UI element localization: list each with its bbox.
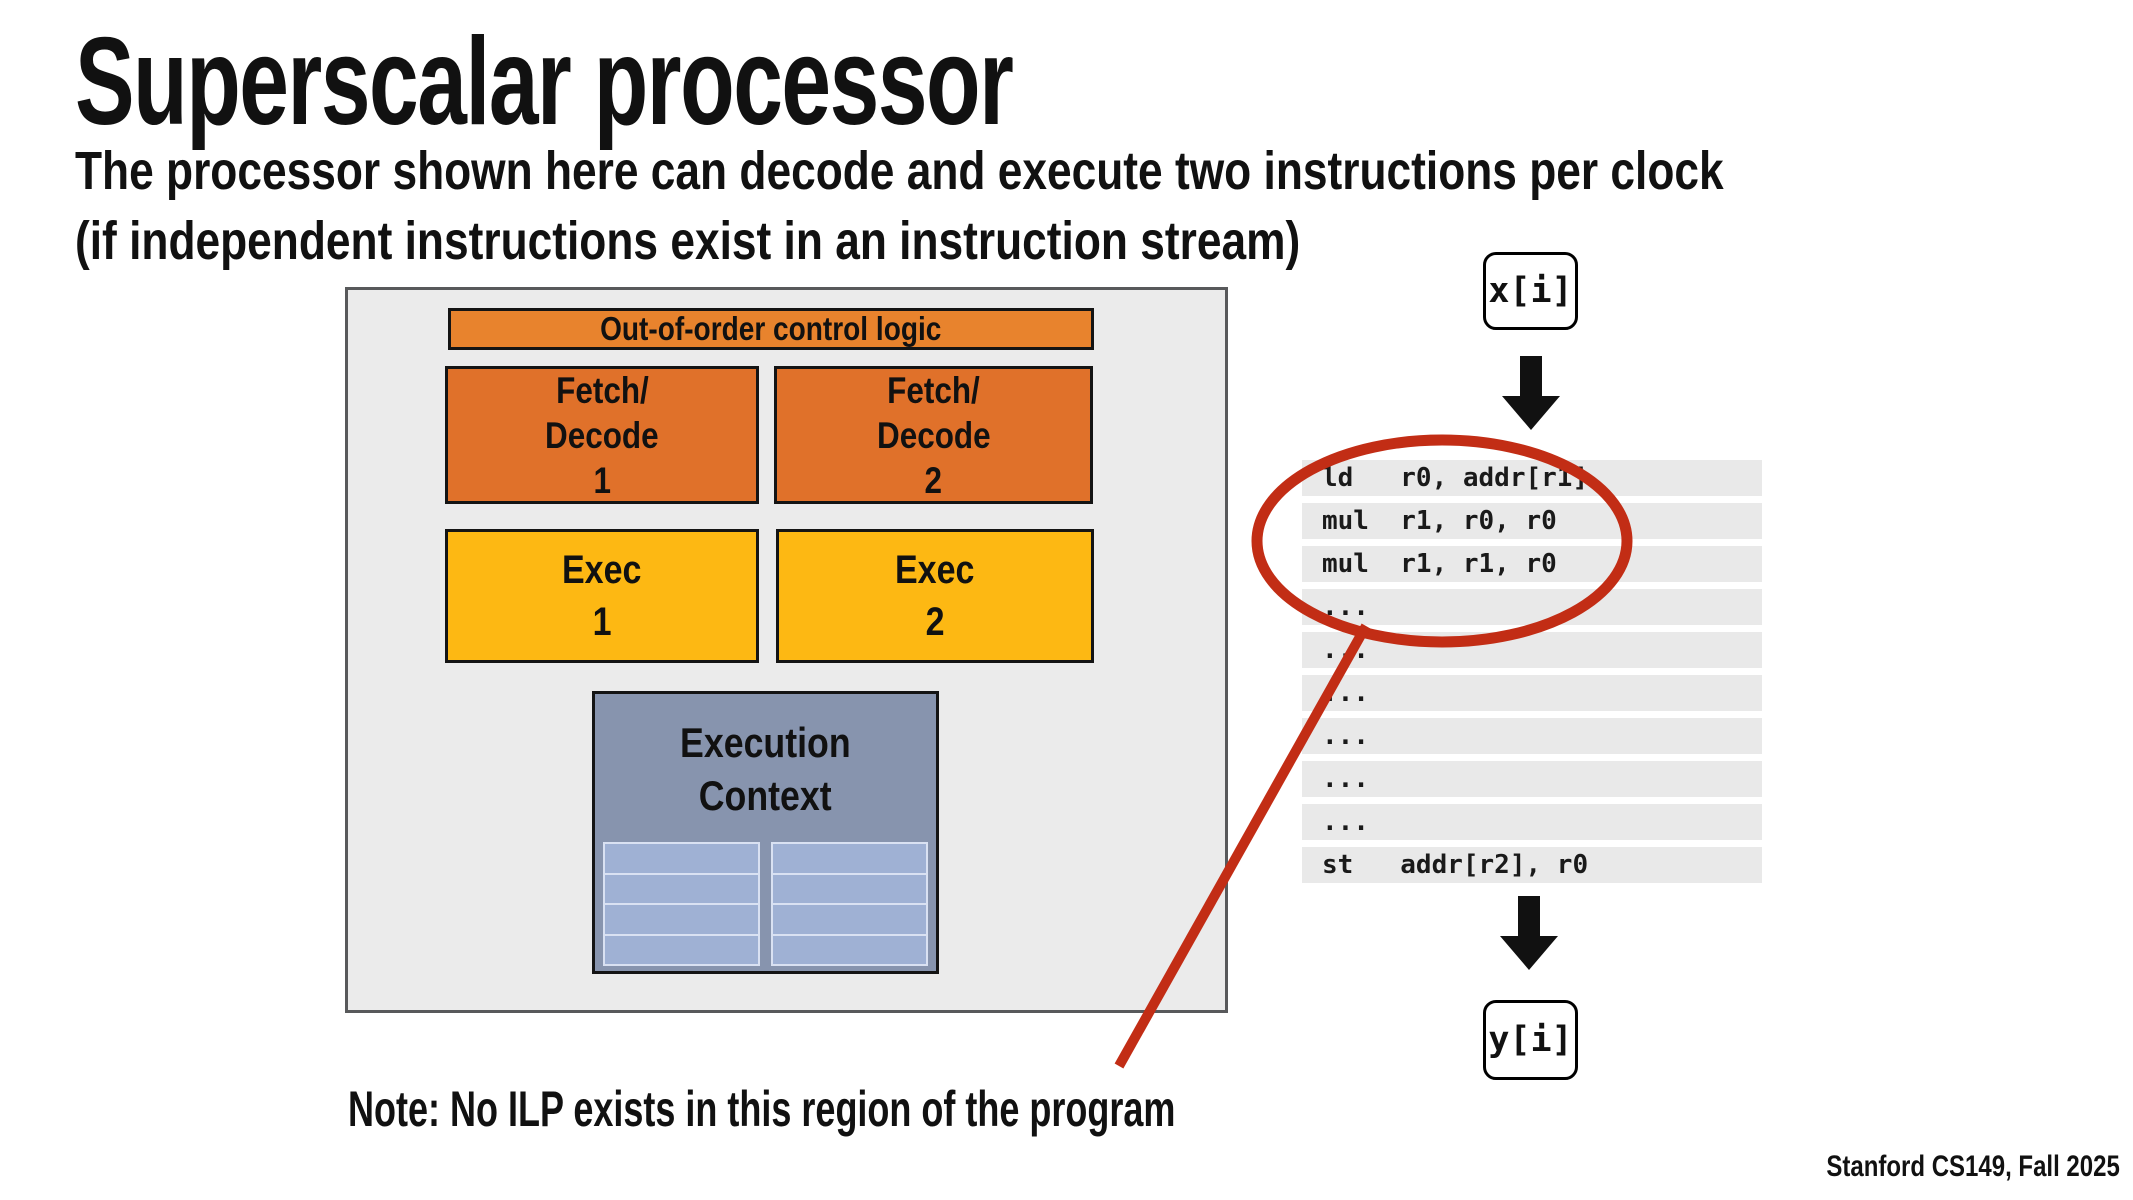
subtitle-line-1: The processor shown here can decode and … (75, 141, 1724, 201)
slide-title: Superscalar processor (75, 13, 1377, 151)
exec-1-number: 1 (592, 600, 612, 644)
instruction-row: ... (1302, 718, 1762, 754)
exec-2-label: Exec (895, 548, 975, 592)
fetch-decode-1-label: Fetch/ (555, 369, 649, 411)
instruction-list: ld r0, addr[r1] mul r1, r0, r0 mul r1, r1,… (1302, 460, 1762, 890)
output-yi-box: y[i] (1483, 1000, 1578, 1080)
register-slot (603, 903, 760, 936)
fetch-decode-1-number: 1 (593, 459, 611, 501)
slide-subtitle: The processor shown here can decode and … (75, 136, 2086, 276)
processor-chip-diagram: Out-of-order control logic Fetch/ Decode… (345, 287, 1228, 1013)
out-of-order-control-logic-label: Out-of-order control logic (600, 310, 942, 347)
fetch-decode-2-label: Decode (876, 414, 991, 456)
instruction-row: mul r1, r0, r0 (1302, 503, 1762, 539)
register-column (771, 842, 928, 966)
register-grid (603, 842, 928, 966)
fetch-decode-2-box: Fetch/ Decode 2 (774, 366, 1093, 504)
input-xi-box: x[i] (1483, 252, 1578, 330)
register-slot (603, 933, 760, 966)
fetch-decode-2-number: 2 (924, 459, 943, 501)
instruction-row: ... (1302, 675, 1762, 711)
register-column (603, 842, 760, 966)
register-slot (771, 933, 928, 966)
instruction-row: mul r1, r1, r0 (1302, 546, 1762, 582)
register-slot (603, 842, 760, 875)
execution-context-label: Context (699, 772, 832, 819)
fetch-decode-1-label: Decode (545, 414, 659, 456)
slide-footer: Stanford CS149, Fall 2025 (1753, 1150, 2120, 1184)
instruction-row: ... (1302, 761, 1762, 797)
instruction-row: ... (1302, 632, 1762, 668)
fetch-decode-2-label: Fetch/ (887, 369, 980, 411)
down-arrow-icon (1502, 356, 1560, 430)
execution-context-label: Execution (680, 719, 851, 766)
execution-context-box: Execution Context (592, 691, 939, 974)
output-yi-label: y[i] (1488, 1020, 1573, 1060)
down-arrow-icon (1500, 896, 1558, 970)
input-xi-label: x[i] (1488, 271, 1573, 311)
register-slot (771, 903, 928, 936)
exec-1-box: Exec 1 (445, 529, 759, 663)
exec-2-box: Exec 2 (776, 529, 1094, 663)
subtitle-line-2: (if independent instructions exist in an… (75, 211, 1301, 271)
instruction-row: ld r0, addr[r1] (1302, 460, 1762, 496)
slide-title-text: Superscalar processor (75, 13, 1014, 151)
instruction-row: ... (1302, 804, 1762, 840)
register-slot (603, 872, 760, 905)
register-slot (771, 842, 928, 875)
instruction-row: st addr[r2], r0 (1302, 847, 1762, 883)
register-slot (771, 872, 928, 905)
instruction-row: ... (1302, 589, 1762, 625)
ilp-note: Note: No ILP exists in this region of th… (348, 1080, 1497, 1138)
course-footer-text: Stanford CS149, Fall 2025 (1826, 1150, 2120, 1183)
exec-1-label: Exec (562, 548, 642, 592)
ilp-note-text: Note: No ILP exists in this region of th… (348, 1081, 1176, 1137)
fetch-decode-1-box: Fetch/ Decode 1 (445, 366, 759, 504)
out-of-order-control-logic-box: Out-of-order control logic (448, 308, 1094, 350)
exec-2-number: 2 (925, 600, 945, 644)
